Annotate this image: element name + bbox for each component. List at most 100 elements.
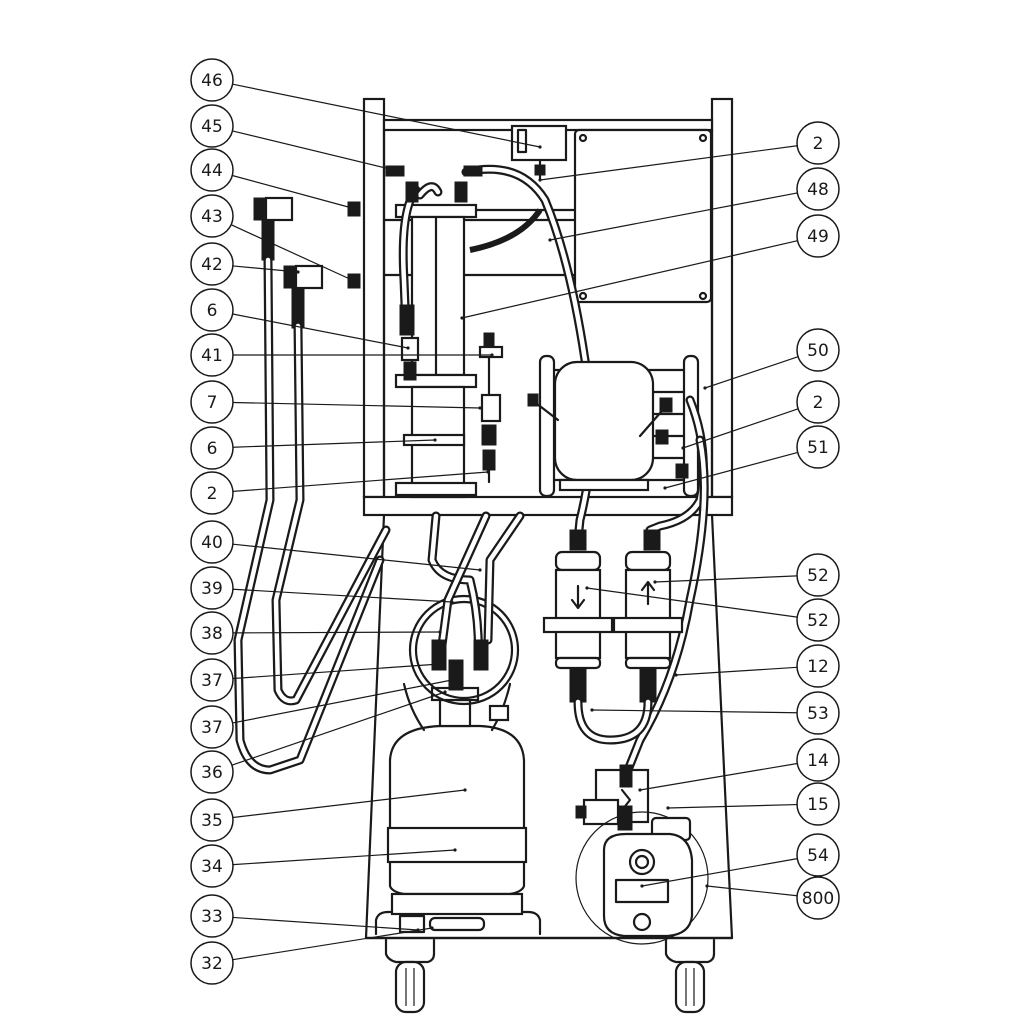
callout-circle xyxy=(796,598,840,642)
leader-dot-right-12 xyxy=(640,884,644,888)
leader-dot-left-7 xyxy=(478,406,482,410)
callout-33: 33 xyxy=(190,894,234,938)
callout-number: 36 xyxy=(201,763,223,783)
callout-2: 2 xyxy=(796,121,840,165)
callout-circle xyxy=(796,425,840,469)
callout-39: 39 xyxy=(190,566,234,610)
callout-53: 53 xyxy=(796,691,840,735)
right-hoses xyxy=(623,395,709,775)
callout-number: 49 xyxy=(807,227,829,247)
leader-dot-right-10 xyxy=(638,788,642,792)
callout-number: 37 xyxy=(201,718,223,738)
callout-number: 53 xyxy=(807,704,829,724)
callout-52: 52 xyxy=(796,598,840,642)
callout-number: 39 xyxy=(201,579,223,599)
leader-line-right-0 xyxy=(539,145,798,181)
leader-line-right-3 xyxy=(704,356,799,389)
callout-51: 51 xyxy=(796,425,840,469)
callout-number: 2 xyxy=(813,134,824,154)
leader-line-left-19 xyxy=(232,927,433,961)
callout-circle xyxy=(190,520,234,564)
callout-34: 34 xyxy=(190,844,234,888)
leader-line-right-6 xyxy=(654,575,798,583)
callout-46: 46 xyxy=(190,58,234,102)
leader-dot-right-1 xyxy=(548,238,552,242)
bottle-base xyxy=(374,892,542,936)
callout-circle xyxy=(190,471,234,515)
leader-line-right-13 xyxy=(706,885,798,897)
leader-dot-left-19 xyxy=(430,926,434,930)
filter-right xyxy=(612,550,684,703)
leader-line-left-1 xyxy=(232,130,403,173)
callout-number: 50 xyxy=(807,341,829,361)
callout-7: 7 xyxy=(190,380,234,424)
leader-line-left-4 xyxy=(232,265,299,273)
leader-line-left-13 xyxy=(232,663,441,680)
callout-44: 44 xyxy=(190,148,234,192)
leader-dot-right-13 xyxy=(705,884,709,888)
callout-number: 12 xyxy=(807,657,829,677)
leader-dot-left-16 xyxy=(463,788,467,792)
callout-48: 48 xyxy=(796,167,840,211)
leader-line-right-10 xyxy=(639,762,798,791)
callout-number: 52 xyxy=(807,566,829,586)
callout-circle xyxy=(190,242,234,286)
separator-column xyxy=(394,203,543,499)
callout-number: 38 xyxy=(201,624,223,644)
leader-dot-left-10 xyxy=(478,568,482,572)
callout-number: 40 xyxy=(201,533,223,553)
leader-dot-left-15 xyxy=(443,690,447,694)
callout-number: 2 xyxy=(813,393,824,413)
callout-circle xyxy=(190,194,234,238)
callout-6: 6 xyxy=(190,426,234,470)
leader-line-left-16 xyxy=(232,789,466,819)
callout-37: 37 xyxy=(190,705,234,749)
solenoid-valve xyxy=(575,764,650,831)
leader-line-left-8 xyxy=(232,439,436,448)
callout-number: 43 xyxy=(201,207,223,227)
leader-dot-right-7 xyxy=(585,586,589,590)
leader-dot-right-9 xyxy=(590,708,594,712)
callout-32: 32 xyxy=(190,941,234,985)
leader-line-right-2 xyxy=(461,240,798,319)
leader-dot-left-4 xyxy=(296,270,300,274)
callout-circle xyxy=(796,738,840,782)
callout-labels: 4645444342641762403938373736353433322484… xyxy=(190,58,840,985)
callout-circle xyxy=(190,611,234,655)
callout-number: 46 xyxy=(201,71,223,91)
caster-right xyxy=(664,938,716,1014)
leader-line-left-7 xyxy=(232,401,481,409)
leader-dot-left-12 xyxy=(438,630,442,634)
callout-number: 54 xyxy=(807,846,829,866)
refrigerant-bottle xyxy=(386,659,528,896)
callout-45: 45 xyxy=(190,104,234,148)
leader-dot-right-6 xyxy=(653,580,657,584)
leader-line-right-8 xyxy=(675,666,798,676)
callout-12: 12 xyxy=(796,644,840,688)
callout-circle xyxy=(796,876,840,920)
callout-circle xyxy=(190,705,234,749)
callout-37: 37 xyxy=(190,658,234,702)
callout-49: 49 xyxy=(796,214,840,258)
callout-number: 14 xyxy=(807,751,829,771)
callout-41: 41 xyxy=(190,333,234,377)
leader-line-left-12 xyxy=(232,631,441,634)
callout-number: 44 xyxy=(201,161,223,181)
callout-number: 6 xyxy=(207,439,218,459)
leader-line-left-17 xyxy=(232,849,456,866)
leader-dot-left-8 xyxy=(433,438,437,442)
leader-dot-left-0 xyxy=(538,145,542,149)
callout-36: 36 xyxy=(190,750,234,794)
electrical-panel xyxy=(573,128,713,304)
callout-circle xyxy=(190,566,234,610)
callout-circle xyxy=(796,644,840,688)
callout-circle xyxy=(796,691,840,735)
callout-number: 2 xyxy=(207,484,218,504)
callout-number: 37 xyxy=(201,671,223,691)
callout-2: 2 xyxy=(796,380,840,424)
callout-number: 32 xyxy=(201,954,223,974)
leader-dot-left-9 xyxy=(486,470,490,474)
leader-line-left-2 xyxy=(232,174,353,209)
callout-number: 800 xyxy=(802,889,834,909)
